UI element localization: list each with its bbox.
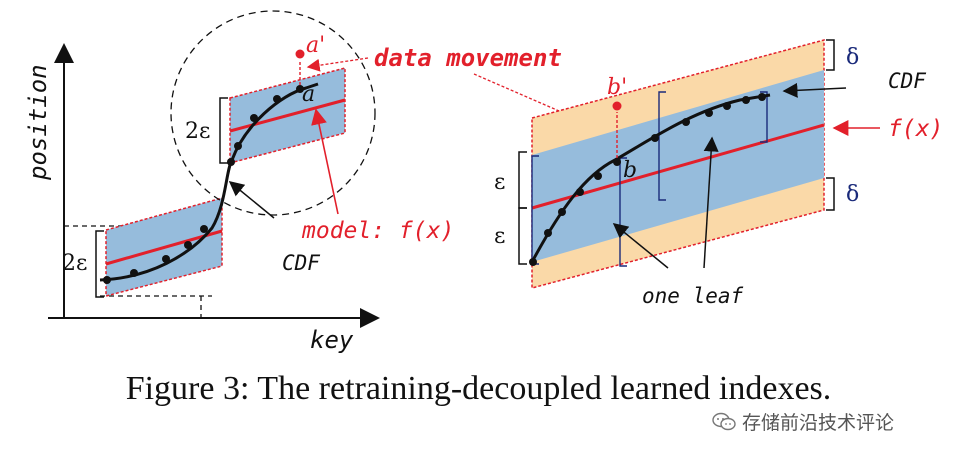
delta-bracket-top xyxy=(826,39,835,71)
cdf-point xyxy=(184,241,192,249)
cdf-point xyxy=(558,208,566,216)
point-b-label: b xyxy=(623,158,637,183)
epsilon-label-bottom: 2ε xyxy=(62,251,87,276)
right-diagram: b' b ε ε δ δ CDF f(x) one leaf xyxy=(494,39,943,308)
leaf-label: one leaf xyxy=(642,284,744,308)
epsilon-upper-label: ε xyxy=(494,170,505,195)
zoom-circle xyxy=(170,10,376,216)
watermark-text: 存储前沿技术评论 xyxy=(742,412,895,434)
upper-model-line xyxy=(229,98,346,133)
data-movement-label: data movement xyxy=(374,44,562,72)
cdf-point-a xyxy=(296,85,304,93)
cdf-point xyxy=(544,229,552,237)
point-b-moved-label: b' xyxy=(607,75,627,100)
left-cdf-curve xyxy=(99,82,319,282)
leaf-pointer-right xyxy=(703,136,719,269)
cdf-point xyxy=(594,172,602,180)
data-movement-pointer-left xyxy=(306,57,369,72)
epsilon-label-top: 2ε xyxy=(185,119,210,144)
left-cdf-points xyxy=(103,85,304,284)
delta-bracket-mid xyxy=(826,177,835,211)
y-axis-label: position xyxy=(24,64,52,181)
point-a-label: a xyxy=(302,82,315,107)
cdf-point xyxy=(705,109,713,117)
cdf-point xyxy=(162,255,170,263)
cdf-point xyxy=(234,142,242,150)
model-pointer xyxy=(311,108,339,215)
cdf-point xyxy=(273,95,281,103)
delta-mid-label: δ xyxy=(846,182,859,207)
cdf-point xyxy=(576,188,584,196)
left-cdf-pointer xyxy=(228,181,275,219)
cdf-point xyxy=(723,102,731,110)
figure-caption: Figure 3: The retraining-decoupled learn… xyxy=(125,370,832,407)
fx-label: f(x) xyxy=(888,116,943,142)
cdf-point xyxy=(130,269,138,277)
model-label: model: f(x) xyxy=(301,218,454,244)
epsilon-bracket-top xyxy=(219,97,228,164)
cdf-point xyxy=(250,114,258,122)
cdf-point xyxy=(227,158,235,166)
cdf-point xyxy=(103,276,111,284)
cdf-point xyxy=(651,134,659,142)
leaf-pointer-left xyxy=(612,223,669,269)
epsilon-bracket-lower xyxy=(518,207,527,265)
epsilon-bracket-bottom xyxy=(95,230,104,298)
point-a-moved-label: a' xyxy=(306,33,325,58)
point-a-moved xyxy=(295,49,305,59)
bracket-mid xyxy=(619,157,627,267)
epsilon-lower-label: ε xyxy=(494,224,505,249)
epsilon-bracket-upper xyxy=(518,151,527,209)
delta-top-label: δ xyxy=(846,45,859,70)
left-diagram: position key 2ε xyxy=(24,10,454,354)
watermark: 存储前沿技术评论 xyxy=(712,408,894,435)
bracket-right xyxy=(760,91,768,143)
right-cdf-pointer xyxy=(782,82,847,98)
wechat-icon xyxy=(712,412,736,430)
cdf-point-b xyxy=(613,158,621,166)
cdf-point xyxy=(742,96,750,104)
right-cdf-label: CDF xyxy=(888,69,926,93)
cdf-point xyxy=(200,225,208,233)
cdf-point xyxy=(758,93,766,101)
point-b-moved xyxy=(612,101,622,111)
cdf-point xyxy=(682,118,690,126)
cdf-point xyxy=(529,258,537,266)
x-axis-label: key xyxy=(310,326,354,354)
left-cdf-label: CDF xyxy=(282,251,320,275)
right-cdf-points xyxy=(529,93,766,266)
bracket-upper xyxy=(658,91,666,201)
